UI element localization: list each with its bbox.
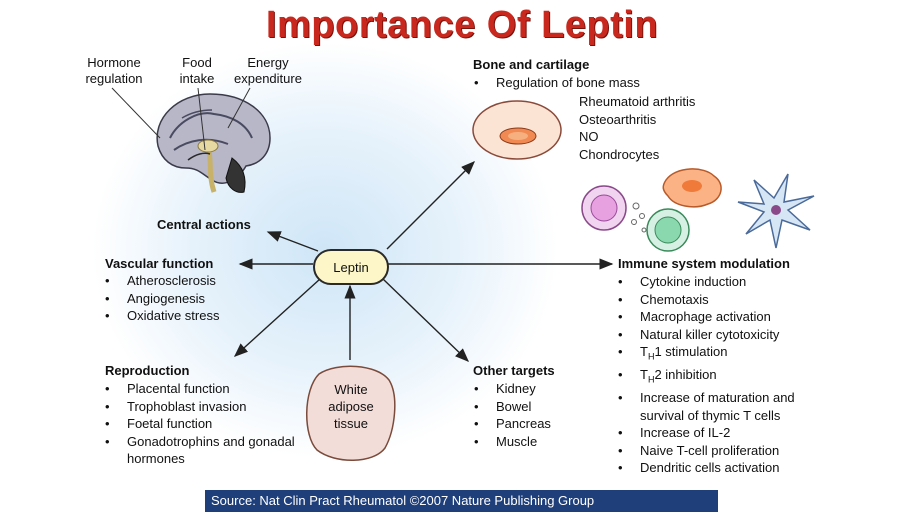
arrow-bone	[386, 161, 475, 250]
immune-cells-icon	[581, 168, 815, 252]
list-item: Chemotaxis	[614, 291, 829, 309]
other-targets-list: Kidney Bowel Pancreas Muscle	[470, 380, 600, 450]
arrow-other	[382, 278, 470, 362]
list-item: Trophoblast invasion	[101, 398, 301, 416]
list-item: Naive T-cell proliferation	[614, 442, 829, 460]
immune-modulation-header: Immune system modulation	[618, 256, 790, 271]
list-item: Natural killer cytotoxicity	[614, 326, 829, 344]
adipose-label: White adipose tissue	[328, 382, 374, 431]
bone-cartilage-header: Bone and cartilage	[473, 57, 590, 72]
list-item: NO	[579, 129, 599, 144]
arrow-central	[266, 231, 319, 252]
list-item: Increase of IL-2	[614, 424, 829, 442]
list-item: Gonadotrophins and gonadal hormones	[101, 433, 301, 468]
leptin-node: Leptin	[313, 249, 389, 285]
list-item: Cytokine induction	[614, 273, 829, 291]
immune-list: Cytokine induction Chemotaxis Macrophage…	[614, 273, 829, 477]
vascular-list: Atherosclerosis Angiogenesis Oxidative s…	[101, 272, 281, 325]
bone-list: Regulation of bone mass	[470, 74, 730, 92]
list-item: Regulation of bone mass	[470, 74, 730, 92]
list-item-th2: TH2 inhibition	[614, 366, 829, 389]
vascular-function-header: Vascular function	[105, 256, 214, 271]
list-item: Bowel	[470, 398, 600, 416]
list-item: Dendritic cells activation	[614, 459, 829, 477]
other-targets-header: Other targets	[473, 363, 555, 378]
list-item: Kidney	[470, 380, 600, 398]
list-item-th1: TH1 stimulation	[614, 343, 829, 366]
list-item: Oxidative stress	[101, 307, 281, 325]
reproduction-header: Reproduction	[105, 363, 190, 378]
reproduction-list: Placental function Trophoblast invasion …	[101, 380, 301, 468]
list-item: Foetal function	[101, 415, 301, 433]
bone-sublist: Rheumatoid arthritis Osteoarthritis NO C…	[579, 93, 695, 163]
chondrocyte-cell-icon	[472, 100, 562, 160]
list-item: Chondrocytes	[579, 146, 660, 162]
brain-icon	[156, 93, 271, 193]
list-item: Rheumatoid arthritis	[579, 94, 696, 109]
label-energy-expenditure: Energy expenditure	[234, 55, 302, 86]
list-item: Atherosclerosis	[101, 272, 281, 290]
label-hormone-regulation: Hormone regulation	[85, 55, 143, 86]
central-actions-header: Central actions	[157, 217, 251, 232]
adipose-cell-icon	[306, 365, 396, 461]
list-item: Pancreas	[470, 415, 600, 433]
list-item: Osteoarthritis	[579, 111, 657, 127]
label-food-intake: Food intake	[179, 55, 215, 86]
page-title: Importance Of Leptin	[265, 4, 659, 46]
list-item: Muscle	[470, 433, 600, 451]
source-caption: Source: Nat Clin Pract Rheumatol ©2007 N…	[205, 490, 718, 512]
list-item: Placental function	[101, 380, 301, 398]
list-item: Increase of maturation and survival of t…	[614, 389, 829, 424]
list-item: Angiogenesis	[101, 290, 281, 308]
list-item: Macrophage activation	[614, 308, 829, 326]
